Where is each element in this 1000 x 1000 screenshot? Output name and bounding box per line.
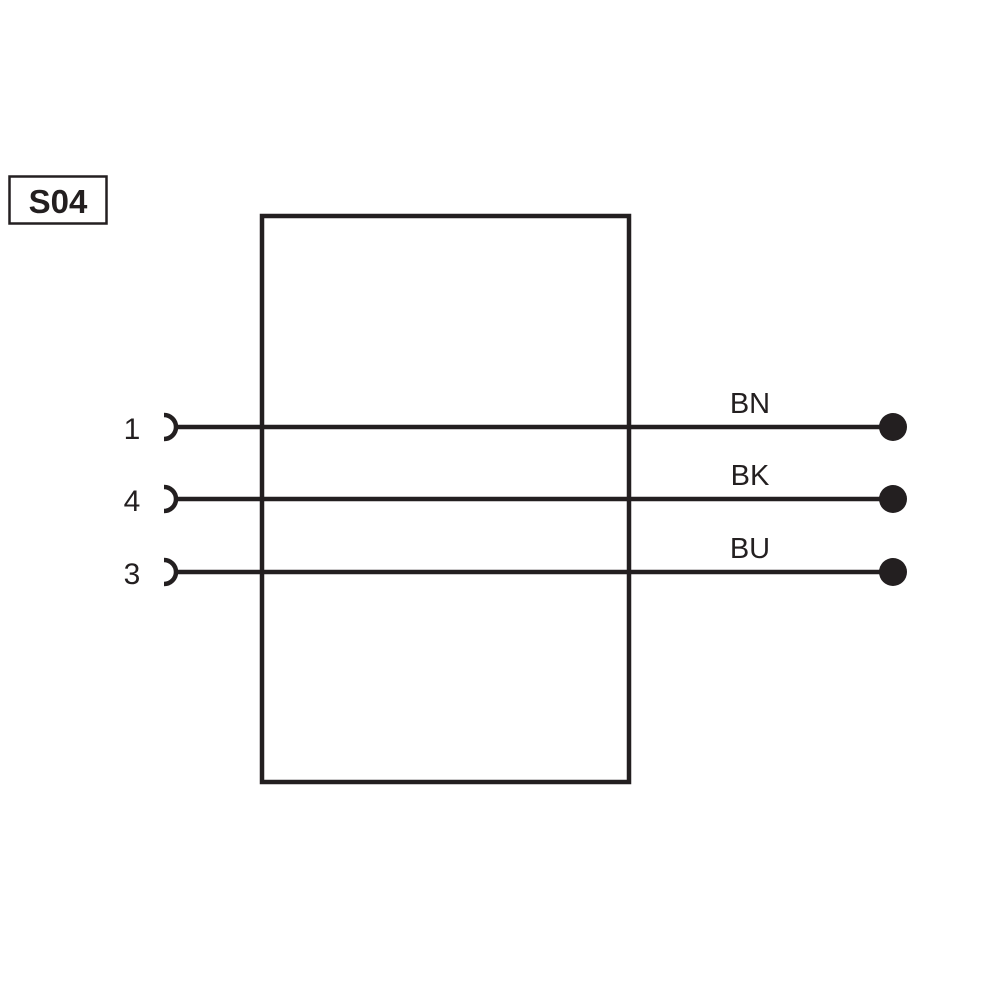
pin-number: 1	[124, 413, 141, 446]
terminal-dot-icon	[879, 558, 907, 586]
pin-number: 3	[124, 558, 141, 591]
code-box	[8, 175, 108, 225]
socket-icon	[163, 557, 179, 587]
code-label: S04	[29, 183, 88, 220]
wire-color-label: BN	[730, 388, 770, 420]
terminal-dot-icon	[879, 485, 907, 513]
socket-icon	[163, 412, 179, 442]
wire-color-label: BU	[730, 533, 770, 565]
terminal-dot-icon	[879, 413, 907, 441]
socket-icon	[163, 484, 179, 514]
wire-color-label: BK	[731, 460, 770, 492]
pin-number: 4	[124, 485, 141, 518]
